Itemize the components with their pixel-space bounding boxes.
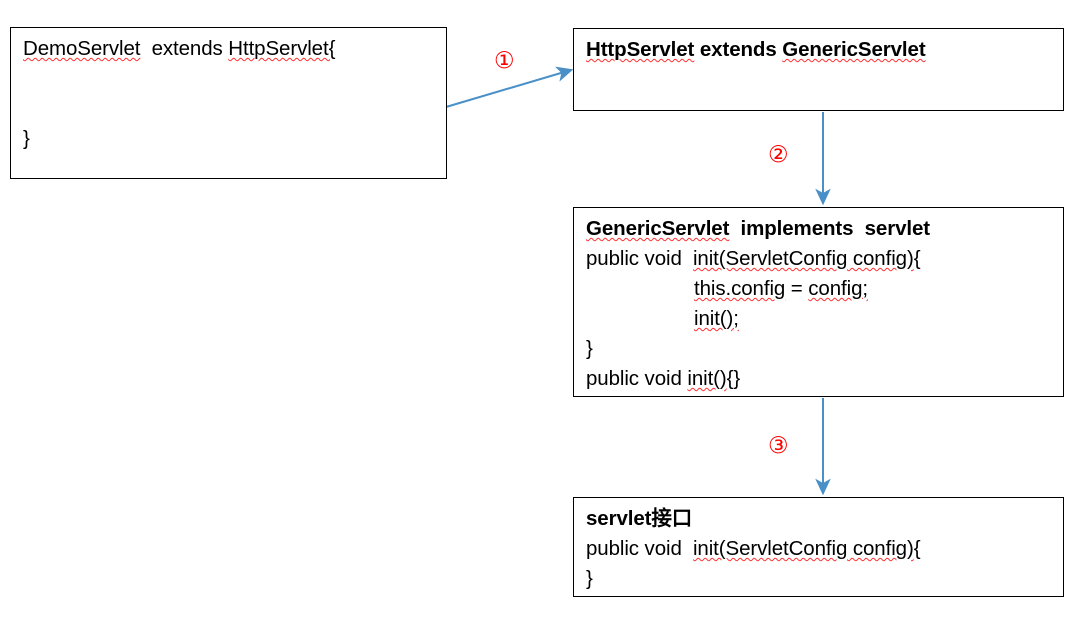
code-text: public void bbox=[586, 367, 688, 390]
code-text: public void bbox=[586, 537, 693, 560]
spellcheck-underlined-text: init(ServletConfig config) bbox=[692, 537, 914, 560]
annotation-circled-one: ① bbox=[494, 48, 515, 74]
code-text: public void bbox=[586, 247, 693, 270]
code-text: extends bbox=[694, 38, 783, 61]
spellcheck-underlined-text: init(ServletConfig config) bbox=[692, 247, 914, 270]
code-line: } bbox=[23, 124, 436, 154]
spellcheck-underlined-text: this.config bbox=[694, 277, 786, 300]
code-text: {} bbox=[726, 367, 741, 390]
code-text bbox=[23, 67, 29, 90]
spellcheck-underlined-text: init() bbox=[687, 367, 727, 390]
code-line: DemoServlet extends HttpServlet{ bbox=[23, 34, 436, 64]
annotation-circled-three: ③ bbox=[768, 433, 789, 459]
code-line bbox=[23, 94, 436, 124]
spellcheck-underlined-text: HttpServlet{ bbox=[228, 37, 336, 60]
code-line: public void init(ServletConfig config){ bbox=[586, 534, 1053, 564]
spellcheck-underlined-text: DemoServlet bbox=[23, 37, 141, 60]
code-line: GenericServlet implements servlet bbox=[586, 214, 1053, 244]
spellcheck-underlined-text: config; bbox=[808, 277, 868, 300]
code-line: servlet接口 bbox=[586, 504, 1053, 534]
code-line: } bbox=[586, 334, 1053, 364]
spellcheck-underlined-text: GenericServlet bbox=[782, 38, 926, 61]
code-line: public void init(){} bbox=[586, 364, 1053, 394]
code-text: } bbox=[23, 127, 30, 150]
code-text: { bbox=[913, 247, 921, 270]
code-line: init(); bbox=[586, 304, 1053, 334]
annotation-circled-two: ② bbox=[768, 142, 789, 168]
box-demo-servlet[interactable]: DemoServlet extends HttpServlet{ } bbox=[10, 27, 447, 179]
code-line: HttpServlet extends GenericServlet bbox=[586, 35, 1053, 65]
code-line: this.config = config; bbox=[586, 274, 1053, 304]
code-text: = bbox=[785, 277, 809, 300]
code-text: extends bbox=[140, 37, 229, 60]
spellcheck-underlined-text: init(); bbox=[694, 307, 739, 330]
code-line: public void init(ServletConfig config){ bbox=[586, 244, 1053, 274]
box-servlet-interface[interactable]: servlet接口 public void init(ServletConfig … bbox=[573, 497, 1064, 597]
code-text: { bbox=[913, 537, 921, 560]
code-text: implements servlet bbox=[729, 217, 931, 240]
box-http-servlet[interactable]: HttpServlet extends GenericServlet bbox=[573, 28, 1064, 111]
code-line bbox=[23, 64, 436, 94]
arrow-demo-to-http bbox=[445, 66, 574, 108]
code-text bbox=[23, 97, 29, 120]
spellcheck-underlined-text: GenericServlet bbox=[586, 217, 730, 240]
spellcheck-underlined-text: HttpServlet bbox=[586, 38, 695, 61]
code-text: } bbox=[586, 337, 593, 360]
code-text: servlet接口 bbox=[586, 507, 693, 530]
code-text: } bbox=[586, 567, 593, 590]
code-line: } bbox=[586, 564, 1053, 594]
